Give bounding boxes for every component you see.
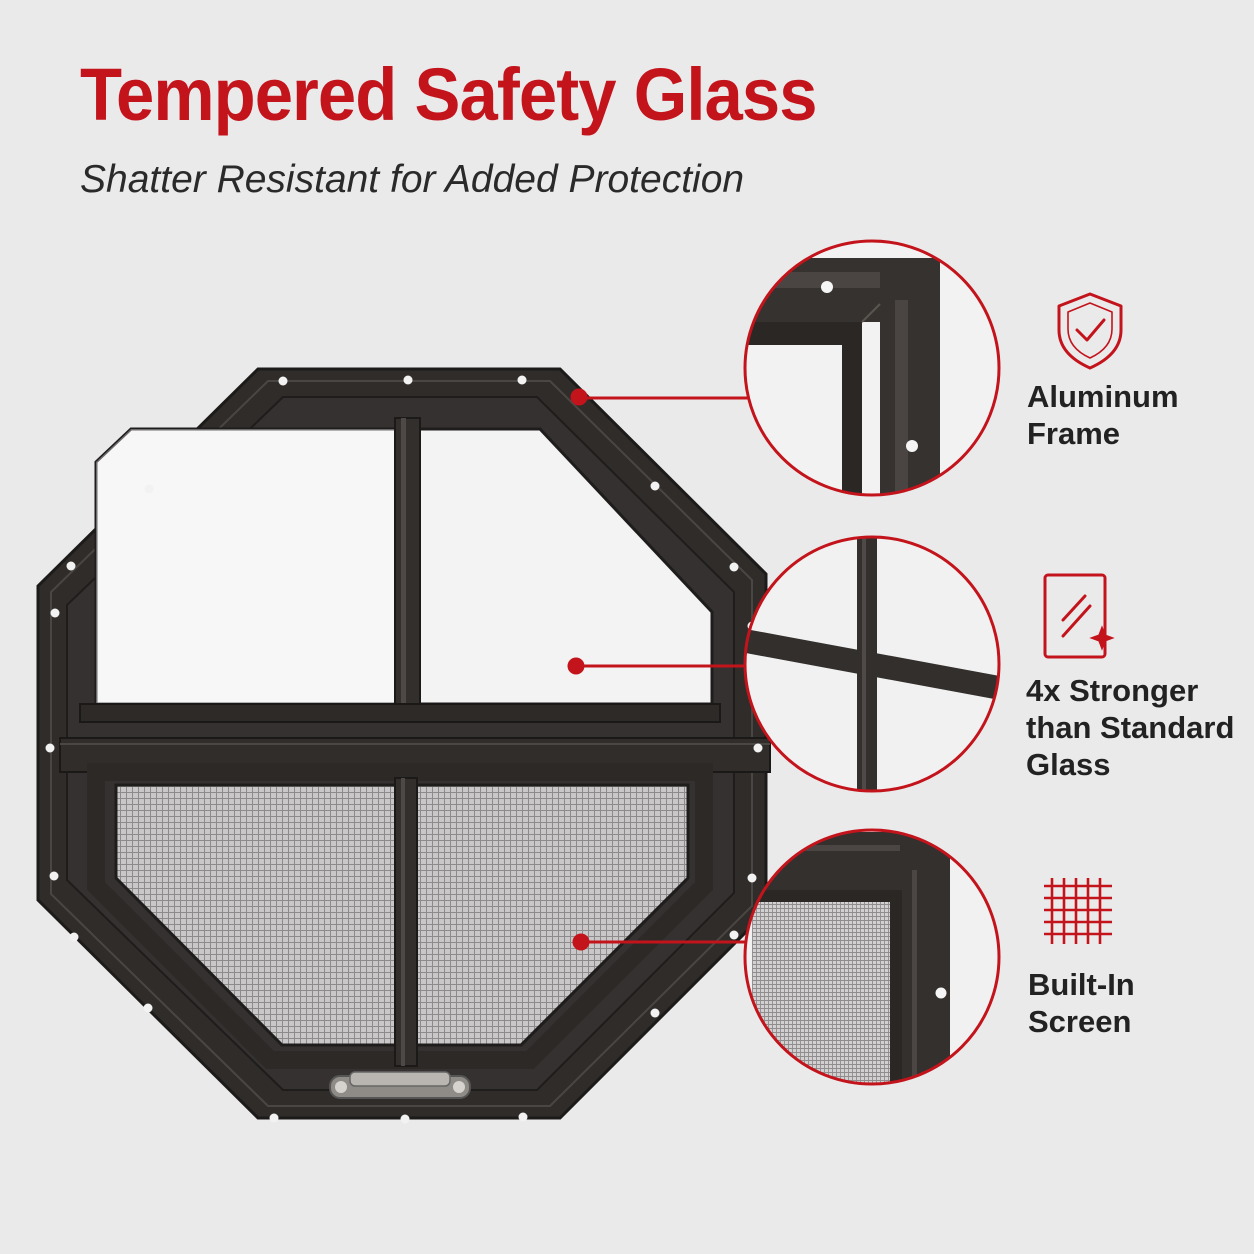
feature-label-line: Aluminum bbox=[1027, 379, 1179, 414]
window-handle[interactable] bbox=[329, 1071, 471, 1099]
detail-circle-built-in-screen bbox=[743, 828, 1001, 1086]
page-title: Tempered Safety Glass bbox=[80, 53, 817, 136]
detail-circle-aluminum-frame bbox=[743, 239, 1001, 497]
shield-check-icon bbox=[1057, 292, 1123, 370]
feature-aluminum-frame-label: Aluminum Frame bbox=[1027, 378, 1179, 452]
feature-label-line: Frame bbox=[1027, 416, 1121, 451]
feature-label-line: 4x Stronger bbox=[1026, 673, 1199, 708]
page-subtitle: Shatter Resistant for Added Protection bbox=[80, 158, 745, 201]
feature-label-line: Screen bbox=[1028, 1004, 1132, 1039]
lower-mullion bbox=[394, 777, 418, 1067]
feature-stronger-glass-label: 4x Stronger than Standard Glass bbox=[1026, 672, 1234, 783]
glass-pane-icon bbox=[1043, 573, 1115, 659]
feature-label-line: than Standard bbox=[1026, 710, 1235, 745]
screw-holes bbox=[45, 375, 763, 1124]
feature-label-line: Glass bbox=[1026, 747, 1111, 782]
callout-connectors bbox=[567, 388, 748, 951]
mesh-grid-icon bbox=[1044, 878, 1112, 944]
lower-screen-pane-left bbox=[114, 783, 399, 1047]
feature-label-line: Built-In bbox=[1028, 967, 1135, 1002]
upper-mullion bbox=[394, 417, 421, 711]
octagon-window bbox=[36, 367, 771, 1124]
meeting-rail bbox=[79, 703, 721, 723]
feature-built-in-screen-label: Built-In Screen bbox=[1028, 966, 1135, 1040]
detail-circle-tempered-glass bbox=[743, 535, 1001, 793]
